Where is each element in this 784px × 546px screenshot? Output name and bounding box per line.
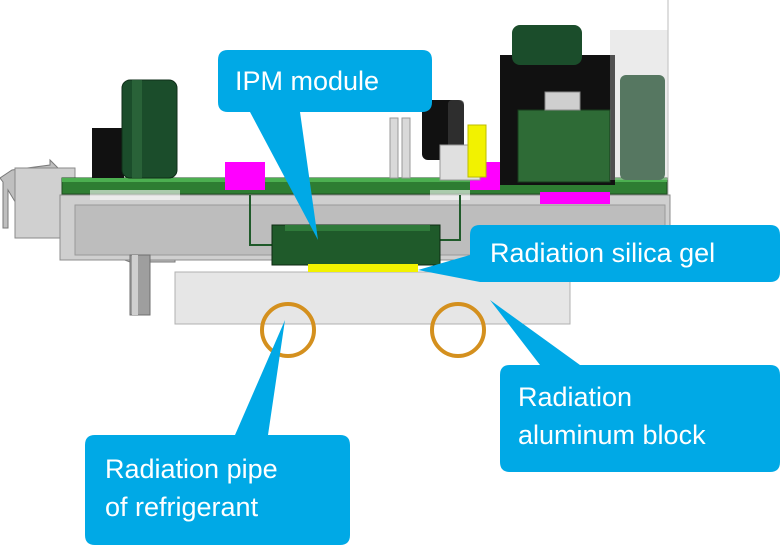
board-components <box>92 25 668 185</box>
ipm-module-label: IPM module <box>235 66 380 96</box>
large-capacitor <box>512 25 582 65</box>
black-component <box>92 128 124 178</box>
magenta-connector <box>540 192 610 204</box>
refrigerant-pipe-callout <box>85 320 350 545</box>
magenta-connector <box>225 162 265 190</box>
aluminum-block-label: Radiation aluminum block <box>518 382 706 450</box>
ipm-module <box>249 195 461 272</box>
refrigerant-pipe-label: Radiation pipe of refrigerant <box>105 454 278 522</box>
refrigerant-pipe-left <box>260 302 316 358</box>
aluminum-block-callout <box>490 300 780 472</box>
callouts <box>85 50 780 545</box>
capacitor <box>121 79 178 179</box>
silica-gel-callout <box>418 225 780 282</box>
refrigerant-pipe-right <box>430 302 486 358</box>
silica-gel <box>308 264 418 272</box>
ipm-module-callout <box>218 50 432 240</box>
silica-gel-label: Radiation silica gel <box>490 238 716 268</box>
capacitor-right <box>620 75 665 180</box>
